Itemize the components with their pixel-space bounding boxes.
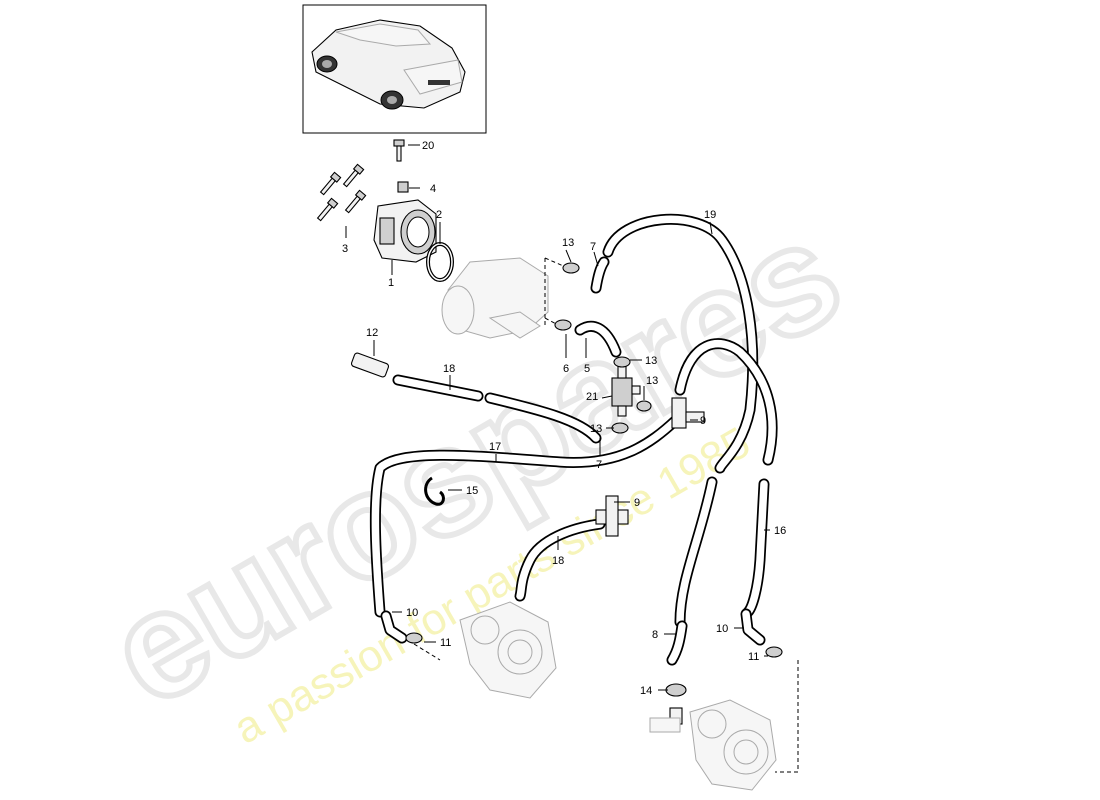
car-thumbnail-icon [311, 19, 466, 110]
callout-16: 16 [774, 525, 786, 537]
callout-17: 17 [489, 441, 501, 453]
callout-15: 15 [466, 485, 478, 497]
throttle-body-icon [373, 199, 437, 263]
callout-9-b: 9 [634, 497, 640, 509]
hoses [369, 213, 778, 666]
clip-4 [397, 181, 409, 193]
callout-3: 3 [342, 243, 348, 255]
callout-5: 5 [584, 363, 590, 375]
callout-7-b: 7 [596, 459, 602, 471]
callout-10-b: 10 [716, 623, 728, 635]
tee-9-lower [595, 495, 629, 537]
callout-11-a: 11 [440, 637, 451, 649]
callout-13-b: 13 [645, 355, 657, 367]
turbocharger-left [459, 601, 557, 699]
callout-13-c: 13 [646, 375, 658, 387]
callout-9-a: 9 [700, 415, 706, 427]
clip-15 [424, 476, 445, 506]
callouts: 20 4 2 3 1 12 13 7 19 6 5 13 13 21 13 9 … [342, 140, 786, 697]
throttle-body-group [316, 139, 549, 339]
callout-12: 12 [366, 327, 378, 339]
tee-9-upper [671, 397, 705, 429]
intake-manifold [441, 257, 549, 339]
callout-4: 4 [430, 183, 436, 195]
callout-11-b: 11 [748, 651, 759, 663]
callout-18-b: 18 [552, 555, 564, 567]
callout-13-d: 13 [590, 423, 602, 435]
callout-8: 8 [652, 629, 658, 641]
callout-18-a: 18 [443, 363, 455, 375]
callout-1: 1 [388, 277, 394, 289]
callout-14: 14 [640, 685, 652, 697]
sleeve-12 [350, 352, 390, 378]
leader-lines [345, 144, 770, 691]
car-thumbnail [302, 4, 487, 134]
callout-7-a: 7 [590, 241, 596, 253]
callout-13-a: 13 [562, 237, 574, 249]
clamps-13 [554, 262, 652, 434]
callout-20: 20 [422, 140, 434, 152]
turbocharger-icon [459, 601, 777, 791]
callout-19: 19 [704, 209, 716, 221]
valve-21 [611, 365, 641, 417]
turbocharger-right [649, 699, 777, 791]
components [350, 262, 783, 725]
callout-21: 21 [586, 391, 598, 403]
bolt-20 [393, 139, 405, 162]
callout-6: 6 [563, 363, 569, 375]
bolts-3 [316, 163, 367, 222]
callout-10-a: 10 [406, 607, 418, 619]
callout-2: 2 [436, 209, 442, 221]
